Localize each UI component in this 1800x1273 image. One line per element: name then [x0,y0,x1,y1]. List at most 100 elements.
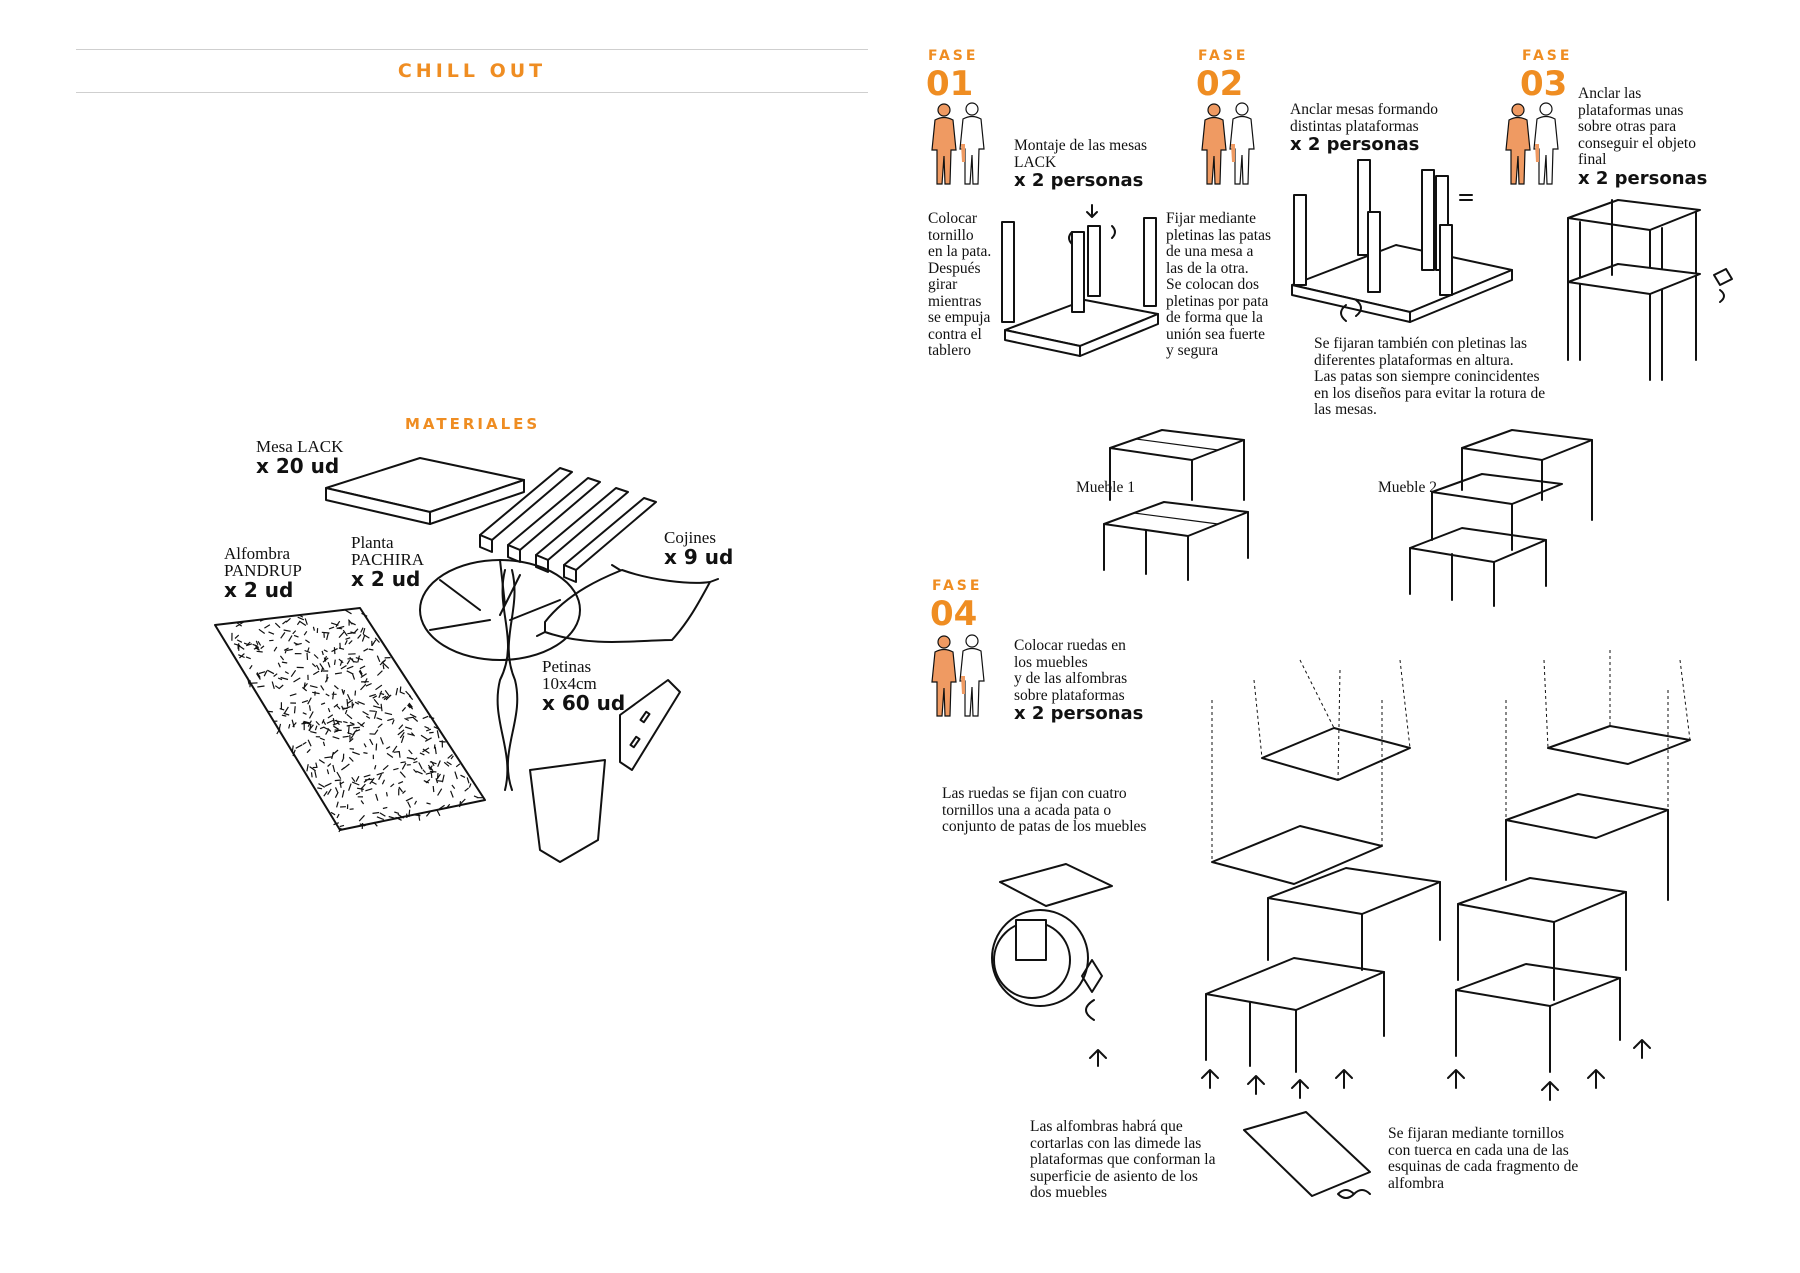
fase-03-text-4: conseguir el objeto [1578,134,1696,152]
note-tornillos-line: esquinas de cada fragmento de [1388,1158,1579,1175]
note-alfombras-line: Las alfombras habrá que [1030,1118,1183,1135]
people-icon-fase-03 [1505,102,1559,185]
fase-03-people: x 2 personas [1578,167,1708,189]
note-altura-line: diferentes plataformas en altura. [1314,351,1514,369]
material-mesa: Mesa LACK x 20 ud [256,438,343,477]
fase-02-people: x 2 personas [1290,134,1420,155]
fase-04-text-2: los muebles [1014,653,1088,671]
plant-drawing [419,559,606,863]
note-colocar-line: tornillo [928,226,974,244]
fase-04-text-1: Colocar ruedas en [1014,637,1126,654]
note-colocar-line: tablero [928,342,972,359]
alfombra-label-1: Alfombra [224,544,291,563]
fase-01-label: FASE [928,48,979,64]
planta-label-1: Planta [351,533,394,552]
material-alfombra: Alfombra PANDRUP x 2 ud [224,545,302,601]
page-title: CHILL OUT [397,60,547,82]
note-colocar-line: Después [928,259,981,277]
cojines-label: Cojines [664,528,716,547]
note-tornillos-line: alfombra [1388,1174,1444,1192]
mueble-1-label: Mueble 1 [1076,479,1135,496]
note-colocar-line: se empuja [928,309,991,326]
fase-02-label: FASE [1198,48,1249,64]
note-colocar-line: en la pata. [928,243,992,260]
fase-04-text-4: sobre plataformas [1014,686,1125,704]
fase-03-text-2: plataformas unas [1578,101,1684,119]
note-fijar-line: pletinas las patas [1166,226,1272,244]
fase-01-table-drawing [1001,204,1159,357]
people-icon-fase-01 [931,102,985,185]
fase-02-description: Anclar mesas formando distintas platafor… [1290,101,1439,155]
assembly-sketches [991,159,1733,1199]
cojines-qty: x 9 ud [664,545,734,569]
fase-04-text-3: y de las alfombras [1014,670,1128,687]
note-ruedas: Las ruedas se fijan con cuatro tornillos… [942,785,1147,836]
note-fijar-line: pletinas por pata [1166,292,1269,310]
fase-03-text-5: final [1578,151,1607,168]
fase-03-text-1: Anclar las [1578,85,1642,102]
fase-04-description: Colocar ruedas en los muebles y de las a… [1014,637,1144,724]
mesa-qty: x 20 ud [256,454,340,478]
note-fijar-line: las de la otra. [1166,259,1249,277]
mueble-2-drawing [1409,429,1593,607]
note-alfombras-line: dos muebles [1030,1184,1108,1201]
planta-qty: x 2 ud [351,567,421,591]
alfombra-label-2: PANDRUP [224,561,302,580]
note-colocar-line: Colocar [928,210,978,227]
material-planta: Planta PACHIRA x 2 ud [351,534,424,590]
note-colocar-line: girar [928,276,958,293]
alfombra-qty: x 2 ud [224,578,294,602]
fase-03-description: Anclar las plataformas unas sobre otras … [1578,85,1708,189]
note-tornillos: Se fijaran mediante tornillos con tuerca… [1388,1125,1579,1192]
note-colocar: Colocar tornillo en la pata. Después gir… [928,210,992,360]
note-fijar: Fijar mediante pletinas las patas de una… [1166,210,1272,360]
note-altura-line: Las patas son siempre conincidentes [1314,368,1540,385]
material-cojines: Cojines x 9 ud [664,529,733,568]
wheel-detail-drawing [991,863,1113,1067]
note-altura-line: las mesas. [1314,401,1377,418]
rug-drawing [214,607,486,833]
note-ruedas-line: conjunto de patas de los muebles [942,818,1147,835]
note-fijar-line: y segura [1166,342,1219,359]
lack-legs-drawing [479,467,657,583]
materials-sketch [214,457,719,863]
materials-title: MATERIALES [405,415,541,433]
lack-table-top-drawing [325,457,525,525]
fase-02-text-1: Anclar mesas formando [1290,101,1439,118]
cushion-drawing [536,564,719,643]
header-rule-bottom [76,92,868,93]
mueble-2-label: Mueble 2 [1378,479,1437,496]
petinas-qty: x 60 ud [542,691,626,715]
note-alfombras-line: cortarlas con las dimede las [1030,1134,1202,1152]
fase-01-text-2: LACK [1014,153,1057,171]
petinas-label-1: Petinas [542,657,592,676]
note-fijar-line: Fijar mediante [1166,210,1256,227]
note-altura: Se fijaran también con pletinas las dife… [1314,335,1546,419]
fase-04-mueble-1-exploded [1201,659,1441,1099]
fase-01-people: x 2 personas [1014,170,1144,191]
fase-01-text-1: Montaje de las mesas [1014,137,1148,154]
mesa-label: Mesa LACK [256,437,344,456]
note-tornillos-line: con tuerca en cada una de las [1388,1141,1569,1159]
people-icon-fase-02 [1201,102,1255,185]
note-ruedas-line: Las ruedas se fijan con cuatro [942,785,1127,802]
note-fijar-line: unión sea fuerte [1166,325,1265,343]
rug-piece-drawing [1243,1111,1371,1199]
fase-03-text-3: sobre otras para [1578,118,1677,135]
mueble-1-drawing [1103,429,1249,581]
fase-04-mueble-2-exploded [1447,650,1691,1101]
note-altura-line: Se fijaran también con pletinas las [1314,335,1528,352]
fase-04-people: x 2 personas [1014,703,1144,724]
note-fijar-line: de una mesa a [1166,243,1254,260]
fase-04-label: FASE [932,578,983,594]
fase-02-text-2: distintas plataformas [1290,117,1419,135]
note-colocar-line: mientras [928,292,982,310]
note-fijar-line: de forma que la [1166,309,1263,326]
people-icon-fase-04 [931,634,985,717]
fase-03-number: 03 [1520,64,1568,104]
note-alfombras: Las alfombras habrá que cortarlas con la… [1030,1118,1216,1202]
note-alfombras-line: plataformas que conforman la [1030,1151,1216,1168]
fase-01-number: 01 [926,64,974,104]
petinas-label-2: 10x4cm [542,674,597,693]
note-altura-line: en los diseños para evitar la rotura de [1314,384,1546,402]
